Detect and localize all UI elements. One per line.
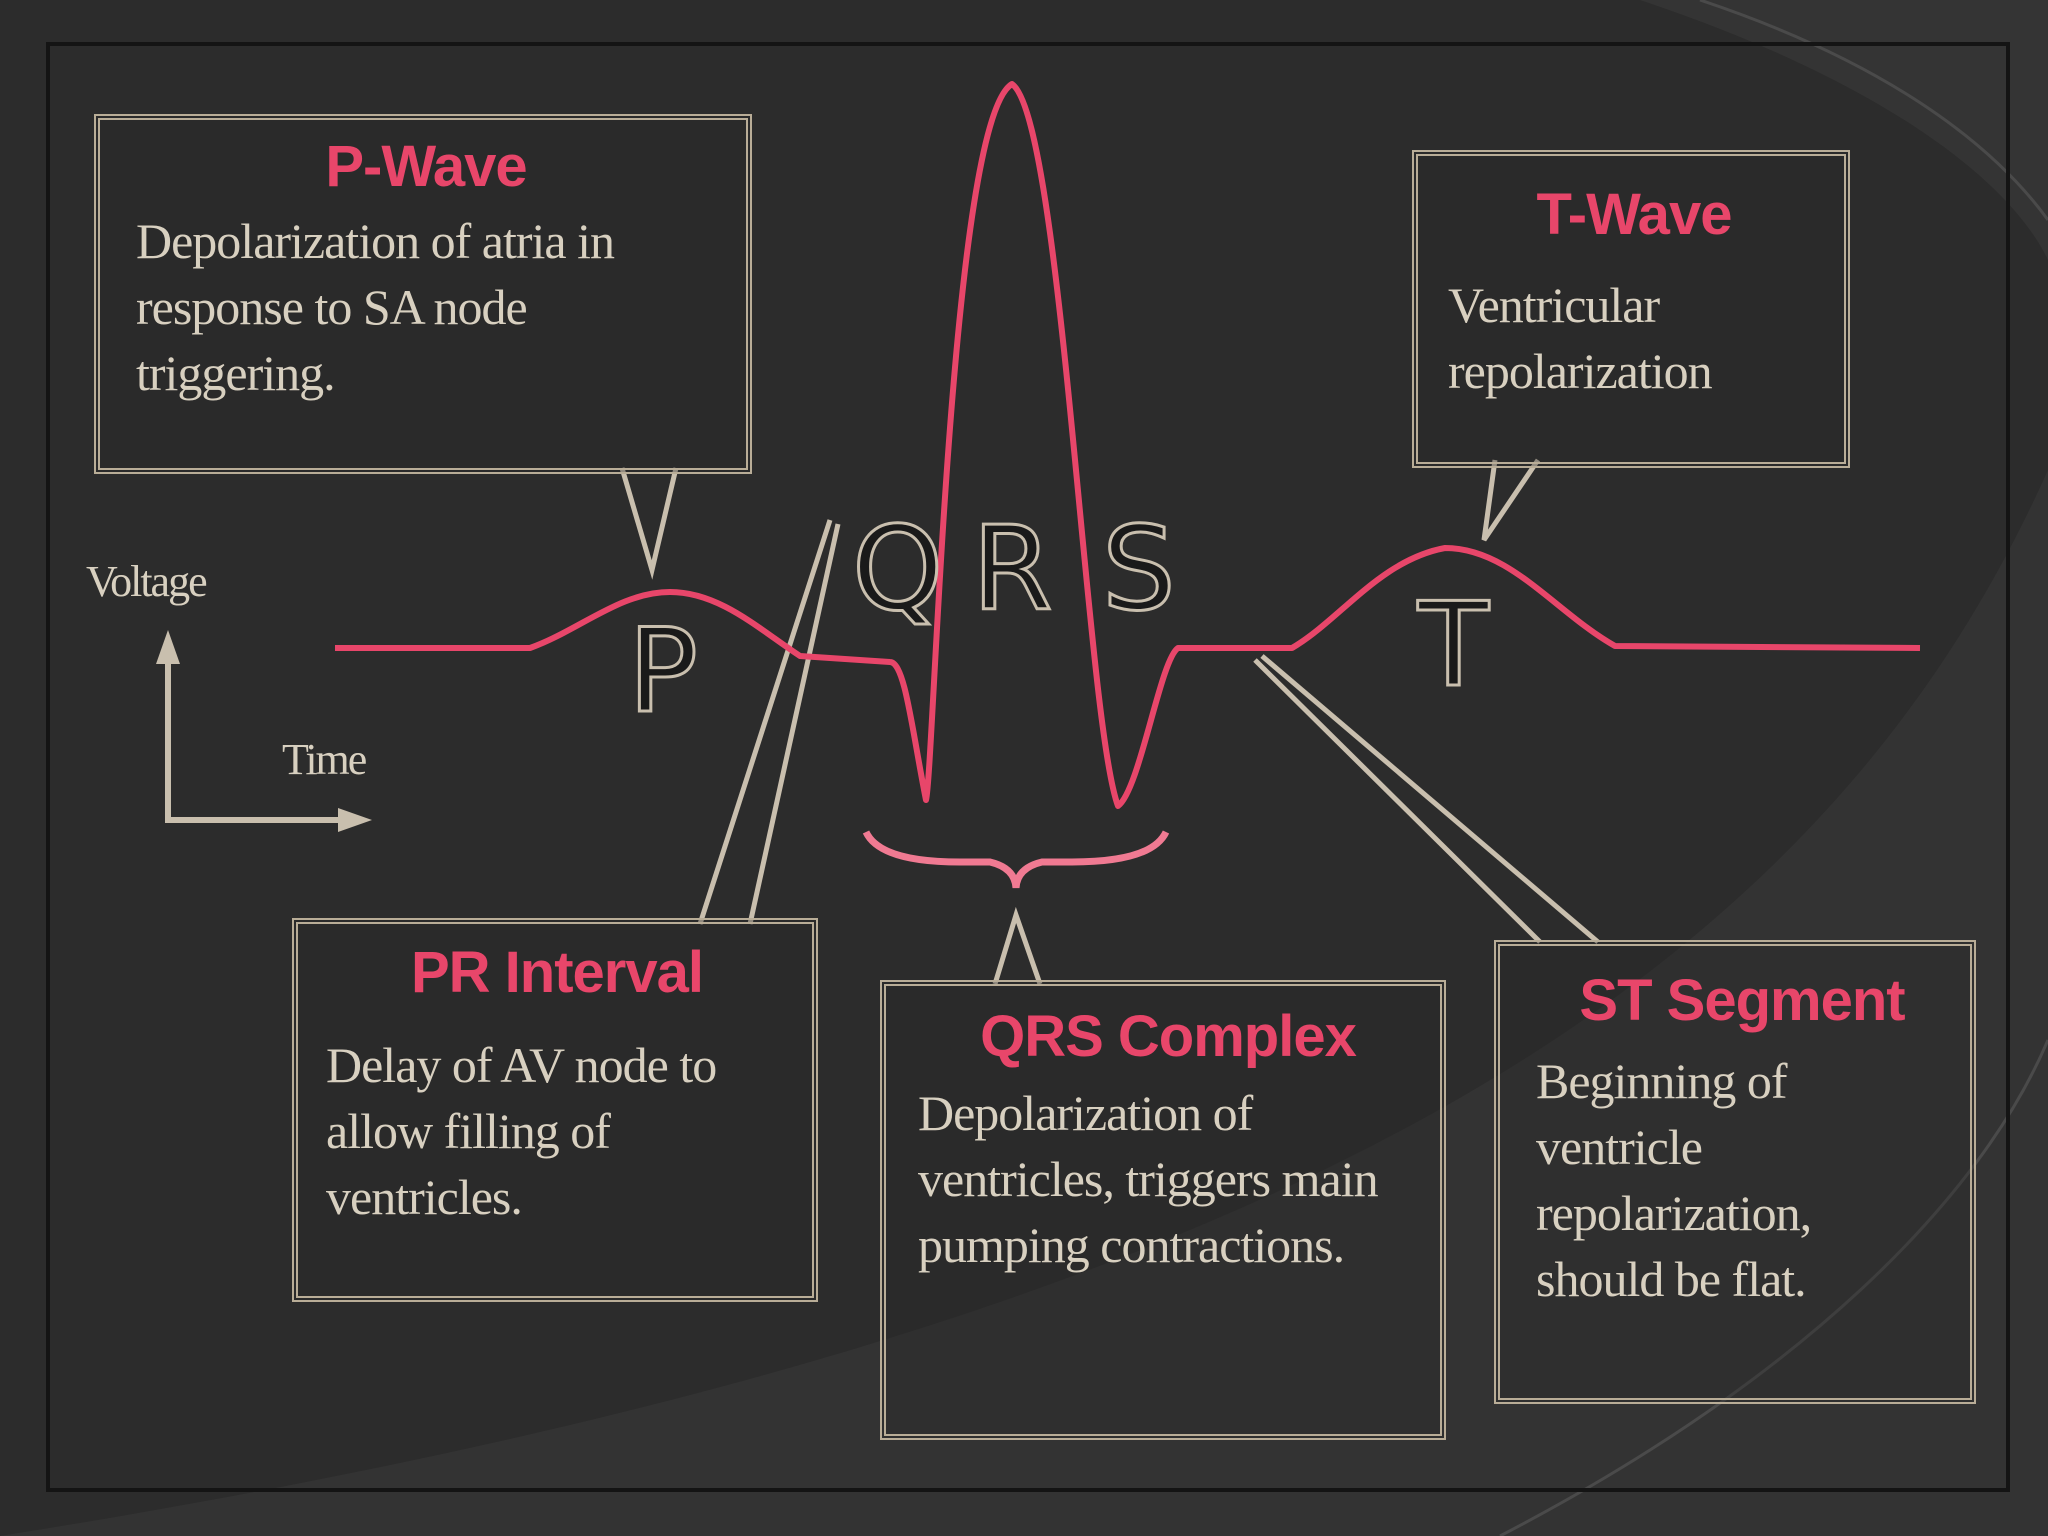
s-wave-letter: S [1101,502,1178,637]
qrs-brace-icon [862,830,1170,889]
ecg-trace [335,81,1921,809]
t-wave-description: Ventricular repolarization [1448,277,1713,399]
pr-interval-description: Delay of AV node to allow filling of ven… [326,1037,717,1225]
t-wave-callout: T-Wave Ventricular repolarization [1412,150,1850,468]
slide-frame [46,42,2010,1492]
p-wave-callout: P-Wave Depolarization of atria in respon… [94,114,752,474]
p-wave-letter: P [627,604,700,739]
time-axis-label: Time [282,735,367,784]
qrs-complex-callout: QRS Complex Depolarization of ventricles… [880,980,1446,1440]
pr-interval-callout: PR Interval Delay of AV node to allow fi… [292,918,818,1302]
pr-interval-title: PR Interval [411,940,704,1005]
st-segment-description: Beginning of ventricle repolarization, s… [1536,1053,1812,1307]
st-segment-callout: ST Segment Beginning of ventricle repola… [1494,940,1976,1404]
t-wave-title: T-Wave [1536,182,1733,247]
q-wave-letter: Q [850,502,944,637]
qrs-complex-description: Depolarization of ventricles, triggers m… [918,1085,1379,1273]
callout-pointers [619,458,1600,985]
p-wave-title: P-Wave [325,134,527,199]
axes-icon [156,630,372,832]
r-wave-letter: R [971,502,1055,637]
voltage-axis-label: Voltage [86,557,208,606]
t-wave-letter: T [1417,578,1491,713]
st-segment-title: ST Segment [1579,968,1905,1033]
qrs-complex-title: QRS Complex [980,1004,1357,1069]
p-wave-description: Depolarization of atria in response to S… [136,213,615,401]
